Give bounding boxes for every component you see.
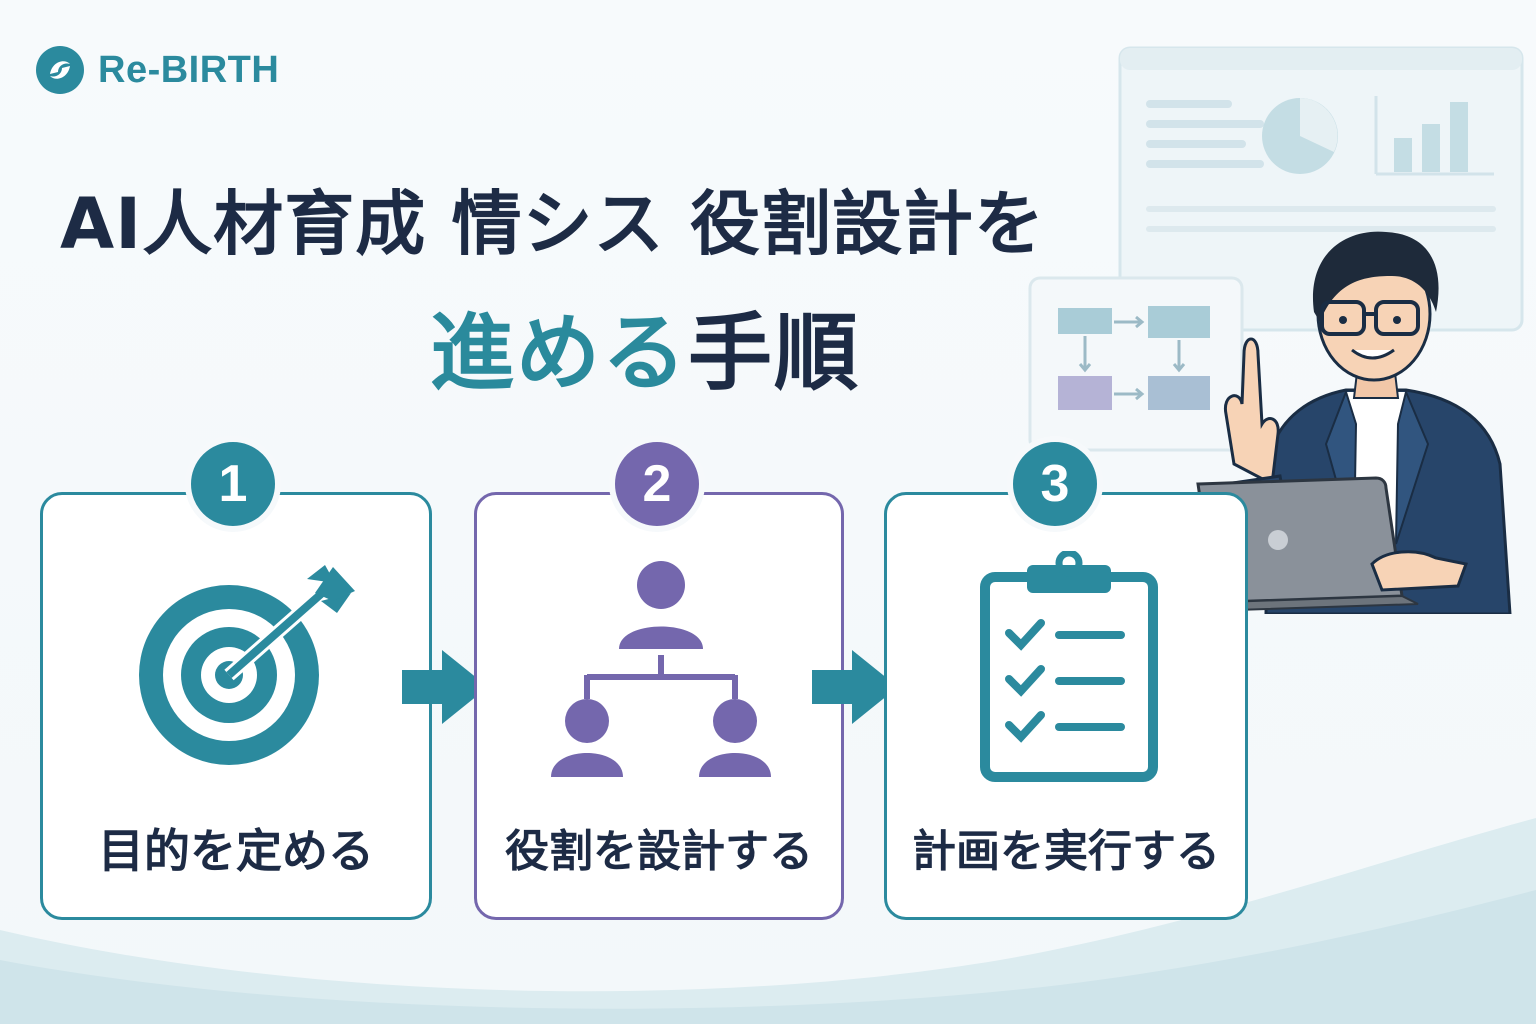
right-arrow-icon [402, 650, 488, 724]
checklist-clipboard-icon [980, 551, 1158, 782]
brand-swirl-icon [36, 46, 84, 94]
brand-name: Re-BIRTH [98, 48, 280, 91]
page-title-rest: 手順 [688, 304, 861, 402]
step-label: 役割を設計する [505, 826, 813, 877]
step-card-1: 目的を定める [40, 492, 432, 920]
org-chart-icon [551, 561, 771, 777]
page-title-line-2: 進める手順 [430, 286, 860, 407]
step-label: 計画を実行する [912, 826, 1220, 877]
brand-logo[interactable]: Re-BIRTH [34, 42, 279, 98]
flowchart-icon [1028, 276, 1244, 452]
step-number-badge: 1 [185, 436, 281, 532]
step-card-2: 役割を設計する [474, 492, 844, 920]
page-title-accent: 進める [430, 304, 689, 402]
target-arrow-icon [139, 565, 355, 765]
page-title-line-1: AI人材育成 情シス 役割設計を [60, 183, 1045, 265]
step-label: 目的を定める [98, 824, 374, 878]
step-card-3: 計画を実行する [884, 492, 1248, 920]
presenter-illustration [1196, 231, 1512, 614]
step-number-badge: 2 [609, 436, 705, 532]
right-arrow-icon [812, 650, 898, 724]
step-number-badge: 3 [1007, 436, 1103, 532]
